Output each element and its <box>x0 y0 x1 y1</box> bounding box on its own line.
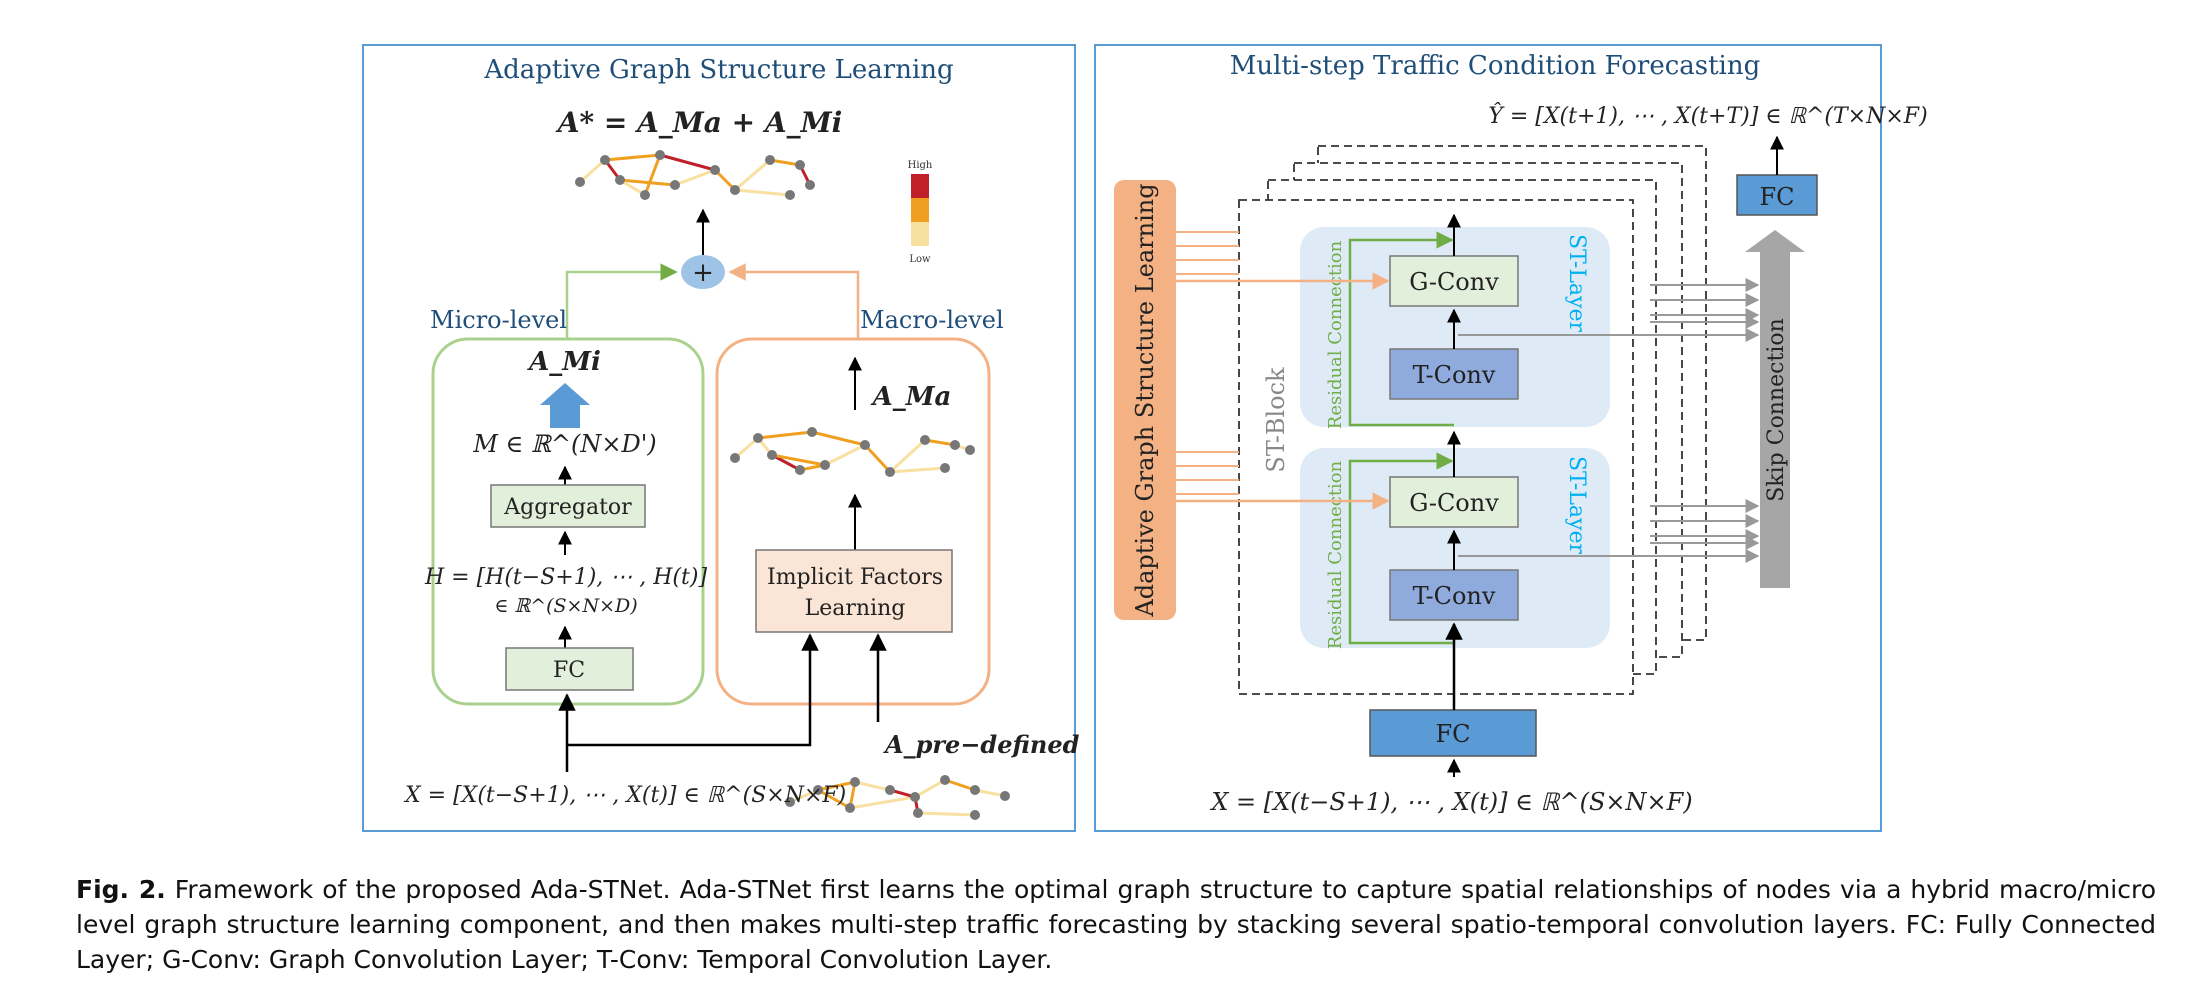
plus-symbol: + <box>692 258 714 288</box>
figure-caption: Fig. 2. Framework of the proposed Ada-ST… <box>76 872 2156 977</box>
residual-bottom-label: Residual Connection <box>1325 460 1346 649</box>
micro-fc-box <box>505 647 634 691</box>
residual-top-label: Residual Connection <box>1325 240 1346 429</box>
right-input-equation: X = [X(t−S+1), ⋯ , X(t)] ∈ ℝ^(S×N×F) <box>1209 788 1692 816</box>
tconv-top-label: T-Conv <box>1413 361 1496 389</box>
left-input-equation: X = [X(t−S+1), ⋯ , X(t)] ∈ ℝ^(S×N×F) <box>403 783 846 808</box>
agsl-bar-label: Adaptive Graph Structure Learning <box>1131 183 1159 617</box>
legend-high-label: High <box>908 160 933 171</box>
left-panel: Adaptive Graph Structure Learning A* = A… <box>362 44 1080 832</box>
implicit-factors-box <box>755 549 953 633</box>
micro-fc-label: FC <box>553 658 585 683</box>
tconv-bottom-label: T-Conv <box>1413 582 1496 610</box>
output-equation: Ŷ = [X(t+1), ⋯ , X(t+T)] ∈ ℝ^(T×N×F) <box>1488 102 1927 129</box>
implicit-factors-line2: Learning <box>805 596 906 621</box>
predefined-adjacency-label: A_pre−defined <box>883 730 1080 759</box>
learned-graph-top <box>575 150 815 200</box>
macro-level-label: Macro-level <box>860 306 1004 334</box>
legend-low-label: Low <box>909 254 931 265</box>
micro-output-label: A_Mi <box>526 347 601 377</box>
edge-weight-legend: High Low <box>908 160 933 265</box>
aggregator-label: Aggregator <box>503 495 632 520</box>
implicit-factors-line1: Implicit Factors <box>767 565 943 590</box>
right-panel-title: Multi-step Traffic Condition Forecasting <box>1230 51 1761 81</box>
st-layer-top-label: ST-Layer <box>1564 234 1589 333</box>
st-layer-bottom-label: ST-Layer <box>1564 456 1589 555</box>
tconv-top-box <box>1389 348 1519 400</box>
combined-adjacency-equation: A* = A_Ma + A_Mi <box>555 106 843 139</box>
framework-figure: Adaptive Graph Structure Learning A* = A… <box>362 44 1928 832</box>
fc-bottom-box <box>1369 709 1537 757</box>
fc-top-label: FC <box>1759 183 1794 211</box>
aggregator-box <box>490 484 646 528</box>
agsl-bar <box>1114 180 1176 620</box>
gconv-bottom-label: G-Conv <box>1409 489 1499 517</box>
caption-text: Framework of the proposed Ada-STNet. Ada… <box>76 875 2156 974</box>
tconv-bottom-box <box>1389 569 1519 621</box>
left-panel-title: Adaptive Graph Structure Learning <box>483 55 953 85</box>
macro-output-label: A_Ma <box>870 382 952 412</box>
predefined-graph <box>785 775 1010 820</box>
h-space: ∈ ℝ^(S×N×D) <box>494 595 637 617</box>
fc-bottom-label: FC <box>1435 720 1470 748</box>
macro-graph <box>730 427 975 477</box>
st-block-label: ST-Block <box>1262 367 1290 473</box>
skip-connection-arrow <box>1745 230 1805 588</box>
skip-connection-label: Skip Connection <box>1764 318 1789 502</box>
micro-level-label: Micro-level <box>430 306 567 334</box>
caption-label: Fig. 2. <box>76 875 166 904</box>
up-arrow-icon <box>540 383 590 428</box>
fc-top-box <box>1736 174 1818 216</box>
gconv-top-box <box>1389 255 1519 307</box>
macro-level-box <box>715 337 991 706</box>
sum-node <box>681 255 725 289</box>
m-equation: M ∈ ℝ^(N×D') <box>472 430 656 458</box>
gconv-top-label: G-Conv <box>1409 268 1499 296</box>
h-equation: H = [H(t−S+1), ⋯ , H(t)] <box>424 565 707 590</box>
right-panel: Multi-step Traffic Condition Forecasting… <box>1094 44 1928 832</box>
